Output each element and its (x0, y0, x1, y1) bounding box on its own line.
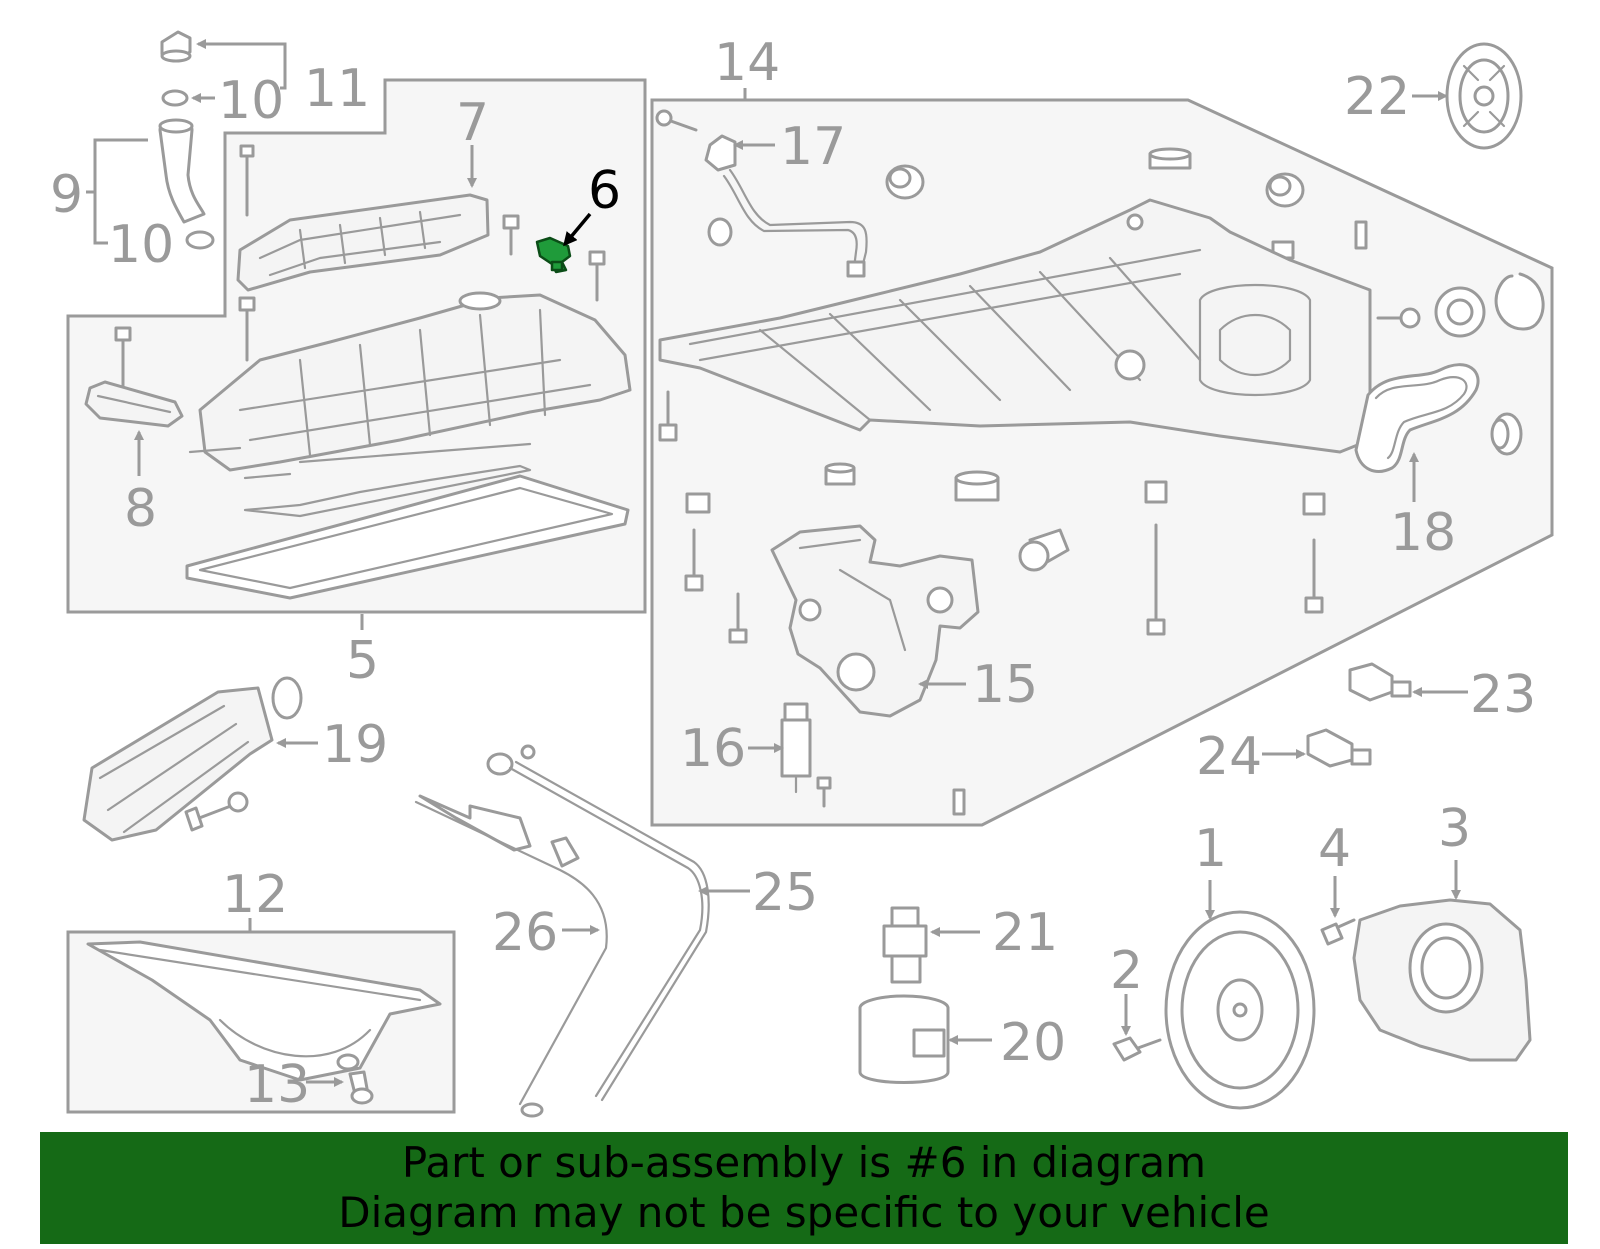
callout-12: 12 (222, 865, 288, 925)
bolt-vertical-b-part (728, 592, 748, 644)
callout-8: 8 (124, 479, 157, 539)
callout-11: 11 (304, 59, 370, 119)
plug-upper-part (885, 164, 925, 200)
callout-16: 16 (680, 719, 746, 779)
stud-bottom-part (952, 788, 966, 816)
bolt-short-part (502, 214, 520, 256)
callout-19: 19 (322, 715, 388, 775)
valve-cover-part (198, 291, 632, 472)
oil-filler-tube-part (158, 118, 206, 224)
valve-cover-gasket-part (185, 474, 630, 600)
drain-plug-washer-part (336, 1053, 360, 1071)
oil-filler-seal-lower-part (185, 230, 215, 250)
cover-bolt-part (1320, 918, 1356, 946)
dowel-large-part (954, 470, 1000, 502)
stud-medium-part (1302, 492, 1326, 614)
rear-seal-housing-part (1352, 898, 1532, 1062)
oil-pump-part (770, 524, 980, 718)
callout-4: 4 (1318, 819, 1351, 879)
sprocket-part (1445, 42, 1523, 150)
snap-ring-part (1494, 272, 1545, 331)
solenoid-valve-part (780, 702, 812, 794)
sensor-24-part (1306, 728, 1372, 768)
banner-line-2: Diagram may not be specific to your vehi… (338, 1188, 1270, 1237)
cylinder-plug-part (824, 462, 856, 486)
sensor-plug-part (1018, 528, 1070, 572)
stud-long-part (1144, 480, 1168, 636)
oil-filter-part (858, 994, 950, 1084)
callout-26: 26 (492, 903, 558, 963)
spark-plug-seals-part (188, 442, 532, 518)
callout-2: 2 (1110, 941, 1143, 1001)
bracket-part (84, 380, 184, 428)
callout-25: 25 (752, 863, 818, 923)
crankshaft-pulley-part (1164, 910, 1316, 1110)
cap-plug-part (1148, 147, 1192, 170)
pulley-bolt-part (1112, 1036, 1162, 1062)
callout-9: 9 (50, 165, 83, 225)
timing-chain-cover-seal-part (1354, 363, 1480, 473)
bolt-left-part (238, 296, 256, 362)
o-ring-17-part (707, 217, 733, 247)
camshaft-carrier-part (236, 193, 490, 292)
oil-pickup-tube-part (82, 686, 274, 842)
bolt-19-part (184, 791, 249, 832)
callout-18: 18 (1390, 503, 1456, 563)
lead-6 (563, 212, 592, 247)
banner-line-1: Part or sub-assembly is #6 in diagram (401, 1138, 1207, 1187)
callout-24: 24 (1196, 727, 1262, 787)
plug-right-part (1265, 172, 1305, 208)
bolt-right-part (588, 250, 606, 302)
bolt-vertical-a-part (684, 528, 704, 592)
info-banner: Part or sub-assembly is #6 in diagram Di… (40, 1132, 1568, 1244)
callout-15: 15 (972, 655, 1038, 715)
callout-5: 5 (346, 631, 379, 691)
callout-17: 17 (780, 117, 846, 177)
callout-14: 14 (714, 33, 780, 93)
callout-10-upper: 10 (218, 71, 284, 131)
sleeve-part (685, 492, 711, 514)
oil-filler-cap-part (160, 30, 192, 63)
drain-plug-part (348, 1070, 374, 1105)
oil-pan-part (86, 940, 442, 1082)
callout-1: 1 (1194, 819, 1227, 879)
callout-10-lower: 10 (108, 215, 174, 275)
bolt-block-right-part (1376, 307, 1421, 329)
callout-22: 22 (1344, 67, 1410, 127)
oil-pressure-pipe-part (704, 134, 868, 278)
o-ring-19-part (271, 676, 303, 720)
dipstick-part (414, 794, 608, 1118)
callout-21: 21 (992, 903, 1058, 963)
oil-filler-seal-upper-part (161, 89, 189, 107)
bolt-17-part (655, 109, 698, 132)
callout-6-highlighted: 6 (588, 161, 621, 221)
bolt-far-left-part (114, 326, 132, 394)
seal-ring-part (1434, 286, 1486, 338)
callout-3: 3 (1438, 799, 1471, 859)
callout-20: 20 (1000, 1013, 1066, 1073)
stud-small-part (1354, 220, 1368, 250)
oil-filter-adapter-part (882, 906, 928, 984)
bolt-16-part (816, 776, 832, 808)
callout-23: 23 (1470, 665, 1536, 725)
highlighted-part-6 (535, 236, 572, 274)
sensor-23-part (1348, 662, 1412, 702)
callout-13: 13 (244, 1055, 310, 1115)
bolt-block-left-part (658, 390, 678, 442)
callout-7: 7 (456, 93, 489, 153)
engine-block-part (658, 198, 1372, 454)
lead-11 (196, 39, 287, 90)
seal-small-part (1490, 412, 1523, 456)
bolt-long-part (239, 144, 255, 217)
